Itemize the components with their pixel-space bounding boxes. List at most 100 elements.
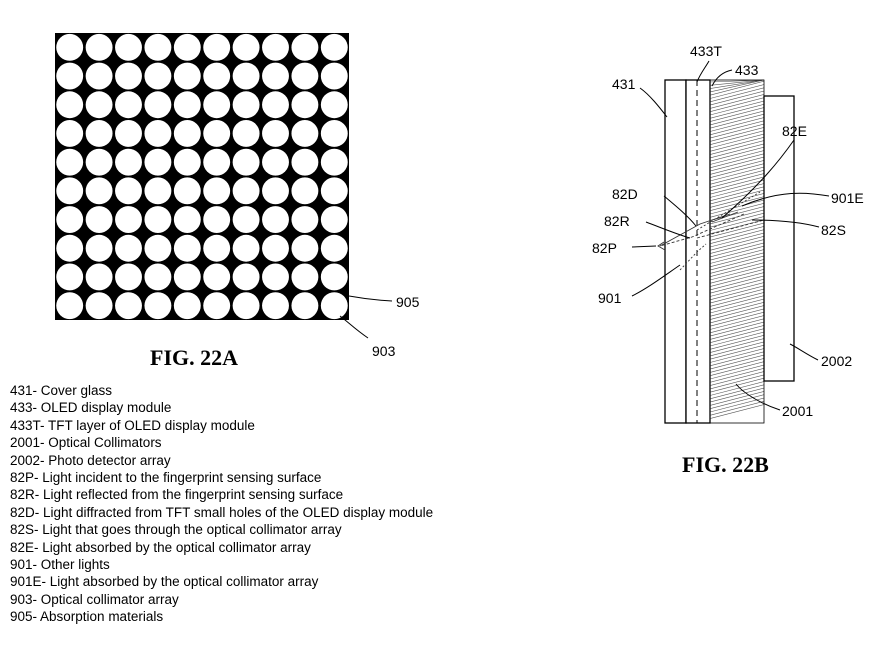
collimator-hole bbox=[320, 263, 348, 291]
collimator-hole bbox=[115, 292, 142, 320]
collimator-fiber-line bbox=[709, 97, 765, 112]
collimator-hole bbox=[320, 177, 348, 205]
label-82S: 82S bbox=[821, 222, 846, 238]
collimator-fiber-line bbox=[709, 305, 765, 320]
fig-22b-title: FIG. 22B bbox=[682, 452, 769, 477]
collimator-fiber-line bbox=[709, 308, 765, 324]
collimator-fiber-line bbox=[709, 104, 765, 119]
collimator-hole bbox=[232, 33, 260, 61]
collimator-hole bbox=[144, 120, 172, 147]
collimator-hole bbox=[115, 263, 142, 291]
collimator-fiber-line bbox=[709, 394, 765, 409]
label-431: 431 bbox=[612, 76, 636, 92]
leader-82P bbox=[631, 245, 657, 248]
collimator-hole bbox=[320, 120, 348, 147]
collimator-fiber-line bbox=[709, 173, 765, 188]
collimator-hole bbox=[203, 33, 231, 61]
legend-item: 2001- Optical Collimators bbox=[10, 435, 162, 451]
leader-901E bbox=[741, 192, 830, 207]
collimator-hole bbox=[262, 33, 289, 61]
collimator-hole bbox=[203, 292, 231, 320]
ray-901-other bbox=[679, 243, 707, 271]
collimator-fiber-line bbox=[709, 285, 765, 301]
collimator-fiber-line bbox=[709, 186, 765, 202]
collimator-fiber-line bbox=[709, 315, 765, 330]
collimator-fiber-line bbox=[709, 137, 765, 152]
collimator-hole bbox=[173, 120, 201, 147]
collimator-fiber-line bbox=[709, 239, 765, 254]
collimator-hole bbox=[56, 120, 84, 147]
collimator-hole bbox=[262, 148, 289, 176]
collimator-hole bbox=[291, 234, 319, 262]
leader-433 bbox=[711, 69, 733, 87]
fig-22a-title: FIG. 22A bbox=[150, 345, 238, 370]
collimator-hole bbox=[56, 234, 84, 262]
collimator-hole bbox=[203, 263, 231, 291]
leader-82E bbox=[721, 139, 795, 219]
collimator-hole bbox=[85, 177, 113, 205]
collimator-hole bbox=[262, 292, 289, 320]
ray-82D-diffracted bbox=[696, 191, 761, 231]
collimator-hole bbox=[320, 234, 348, 262]
collimator-hole bbox=[291, 177, 319, 205]
collimator-fiber-line bbox=[709, 79, 765, 89]
collimator-hole bbox=[320, 33, 348, 61]
collimator-hole bbox=[56, 177, 84, 205]
collimator-hole bbox=[173, 263, 201, 291]
collimator-fiber-line bbox=[709, 94, 765, 109]
collimator-fiber-line bbox=[709, 384, 765, 400]
ray-82P-incident bbox=[659, 213, 745, 247]
collimator-hole bbox=[85, 206, 113, 233]
collimator-fiber-line bbox=[709, 397, 765, 413]
collimator-fiber-line bbox=[709, 381, 765, 396]
collimator-fiber-line bbox=[709, 222, 765, 238]
label-82D: 82D bbox=[612, 186, 638, 202]
legend-item: 82E- Light absorbed by the optical colli… bbox=[10, 539, 311, 555]
collimator-hole bbox=[262, 234, 289, 262]
leader-905 bbox=[348, 295, 393, 302]
collimator-hole bbox=[203, 120, 231, 147]
collimator-hole bbox=[173, 62, 201, 90]
collimator-fiber-line bbox=[709, 255, 765, 271]
collimator-hole bbox=[173, 292, 201, 320]
collimator-hole bbox=[203, 91, 231, 119]
collimator-fiber-line bbox=[709, 163, 765, 178]
collimator-fiber-line bbox=[709, 331, 765, 347]
collimator-hole bbox=[56, 33, 84, 61]
collimator-fiber-line bbox=[709, 80, 765, 96]
collimator-hole bbox=[320, 62, 348, 90]
collimator-fiber-line bbox=[709, 249, 765, 264]
collimator-fiber-line bbox=[709, 79, 765, 93]
label-2002: 2002 bbox=[821, 353, 852, 369]
collimator-fiber-line bbox=[709, 193, 765, 208]
optical-collimators-2001 bbox=[709, 79, 765, 419]
legend-item: 431- Cover glass bbox=[10, 383, 113, 398]
collimator-hole bbox=[232, 62, 260, 90]
collimator-fiber-line bbox=[709, 272, 765, 287]
collimator-hole bbox=[173, 177, 201, 205]
collimator-fiber-line bbox=[709, 401, 765, 416]
collimator-hole bbox=[85, 292, 113, 320]
collimator-hole bbox=[291, 206, 319, 233]
collimator-hole bbox=[56, 206, 84, 233]
label-82E: 82E bbox=[782, 123, 807, 139]
legend-item: 82P- Light incident to the fingerprint s… bbox=[10, 470, 322, 486]
legend-item: 2002- Photo detector array bbox=[10, 452, 171, 468]
collimator-fiber-line bbox=[709, 391, 765, 406]
collimator-fiber-line bbox=[709, 275, 765, 291]
collimator-hole bbox=[115, 120, 142, 147]
collimator-fiber-line bbox=[709, 226, 765, 241]
collimator-hole bbox=[291, 148, 319, 176]
label-82R: 82R bbox=[604, 213, 630, 229]
collimator-hole bbox=[232, 91, 260, 119]
collimator-hole bbox=[291, 91, 319, 119]
collimator-hole bbox=[320, 292, 348, 320]
collimator-fiber-line bbox=[709, 321, 765, 337]
label-905: 905 bbox=[396, 294, 420, 310]
collimator-hole bbox=[115, 91, 142, 119]
collimator-hole bbox=[85, 263, 113, 291]
ray-82E-absorbed bbox=[711, 211, 739, 223]
collimator-fiber-line bbox=[709, 374, 765, 390]
collimator-fiber-line bbox=[709, 335, 765, 350]
